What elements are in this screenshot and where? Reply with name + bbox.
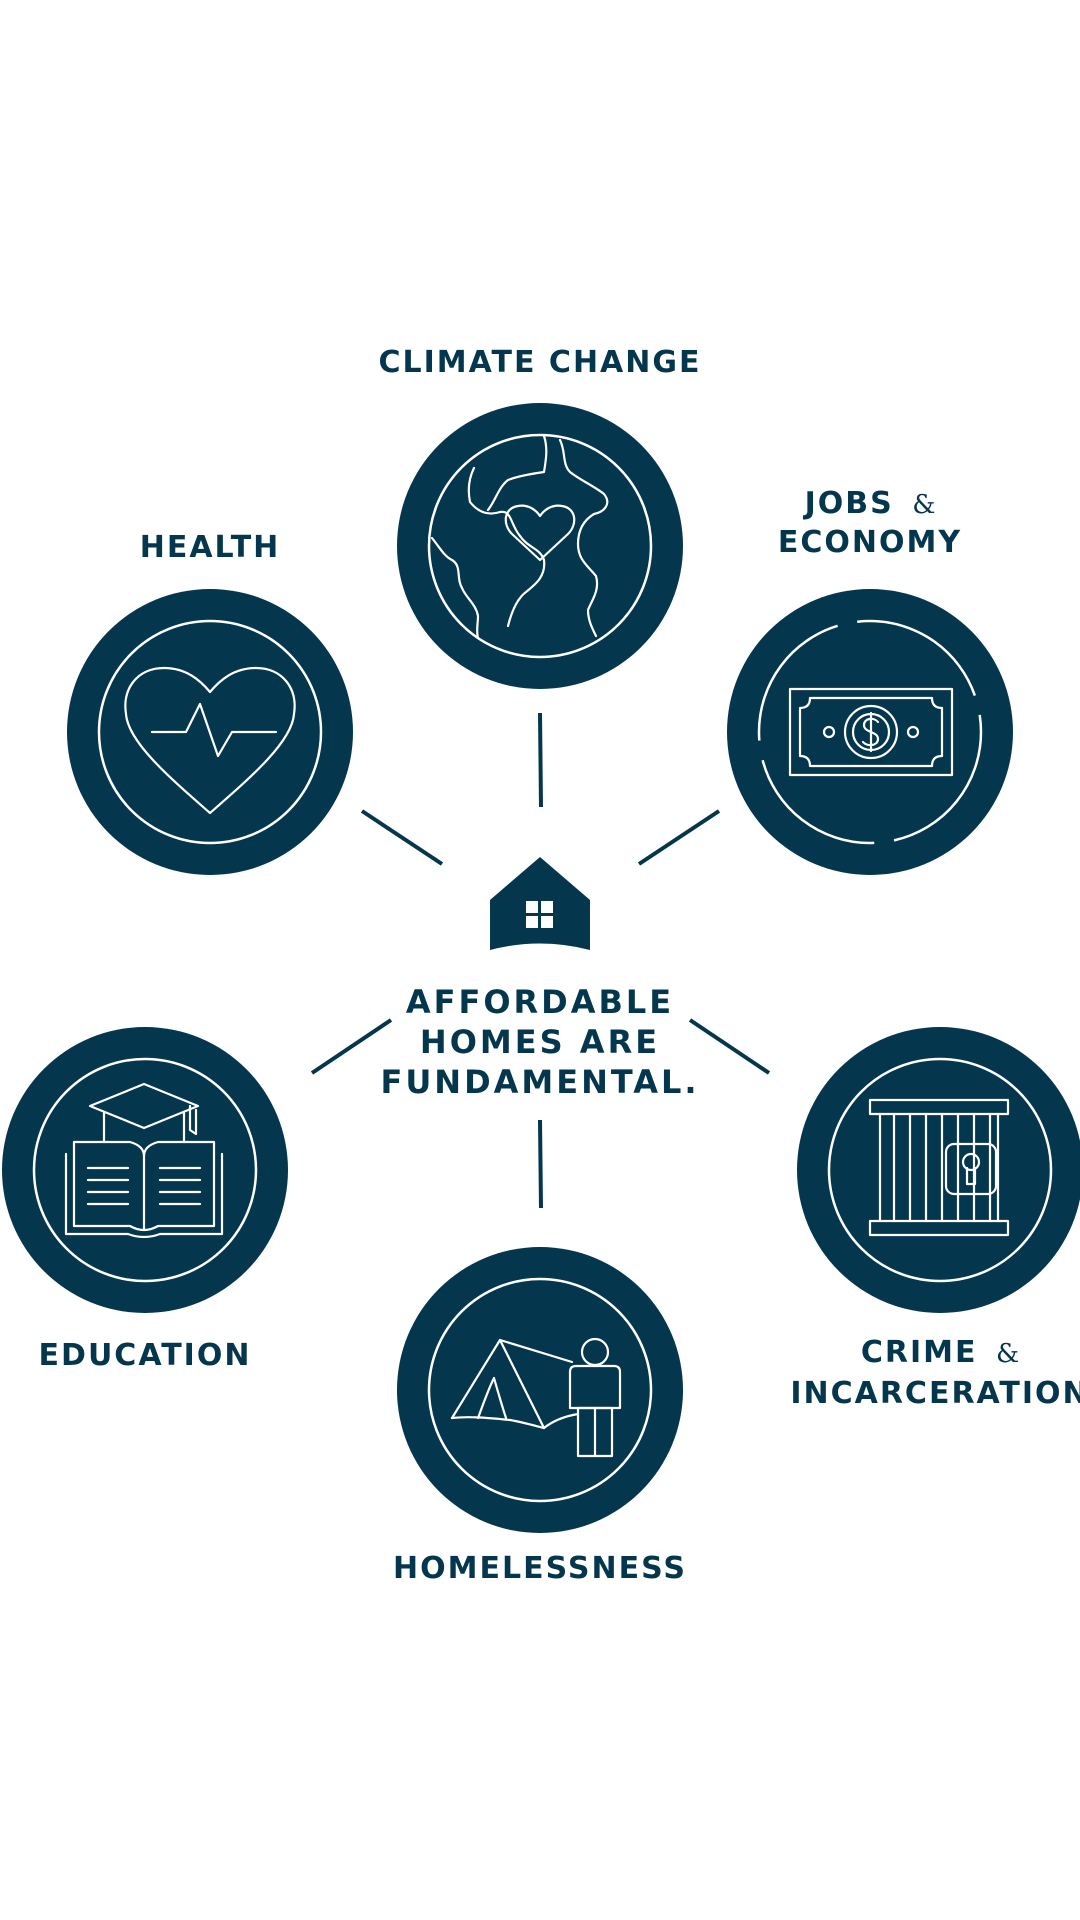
topic-climate-change: CLIMATE CHANGE: [378, 345, 701, 689]
book-graduation-cap-icon: [64, 1082, 224, 1239]
topic-label-health: HEALTH: [140, 530, 281, 565]
topic-label-crime: CRIME &: [861, 1335, 1019, 1370]
globe-heart-icon: [430, 434, 609, 640]
jail-cell-icon: [868, 1098, 1010, 1237]
topic-label-homelessness: HOMELESSNESS: [393, 1551, 687, 1586]
topic-label-education: EDUCATION: [39, 1338, 252, 1373]
topic-health: HEALTH: [67, 530, 353, 875]
dollar-bill-icon: [788, 687, 954, 777]
center-line-2: HOMES ARE: [420, 1023, 660, 1061]
topic-label-incarceration: INCARCERATION: [790, 1376, 1080, 1411]
connector-crime: [688, 1018, 771, 1075]
connector-education: [310, 1018, 393, 1075]
topic-education: EDUCATION: [2, 1027, 288, 1373]
topic-label-jobs: JOBS &: [803, 486, 936, 521]
connector-health: [360, 809, 444, 866]
tent-person-icon: [450, 1337, 622, 1458]
center-line-1: AFFORDABLE: [406, 983, 674, 1021]
topic-crime-incarceration: CRIME & INCARCERATION: [790, 1027, 1080, 1411]
topic-jobs-economy: JOBS & ECONOMY: [727, 486, 1013, 875]
heart-pulse-icon: [124, 666, 296, 815]
connectors: [310, 712, 771, 1209]
connector-jobs: [637, 809, 721, 866]
topic-homelessness: HOMELESSNESS: [393, 1247, 687, 1586]
connector-homelessness: [538, 1119, 543, 1209]
topic-label-climate: CLIMATE CHANGE: [378, 345, 701, 380]
connector-climate: [538, 712, 543, 808]
house-icon: [490, 857, 590, 950]
topic-label-economy: ECONOMY: [778, 525, 962, 560]
center-line-3: FUNDAMENTAL.: [380, 1063, 699, 1101]
